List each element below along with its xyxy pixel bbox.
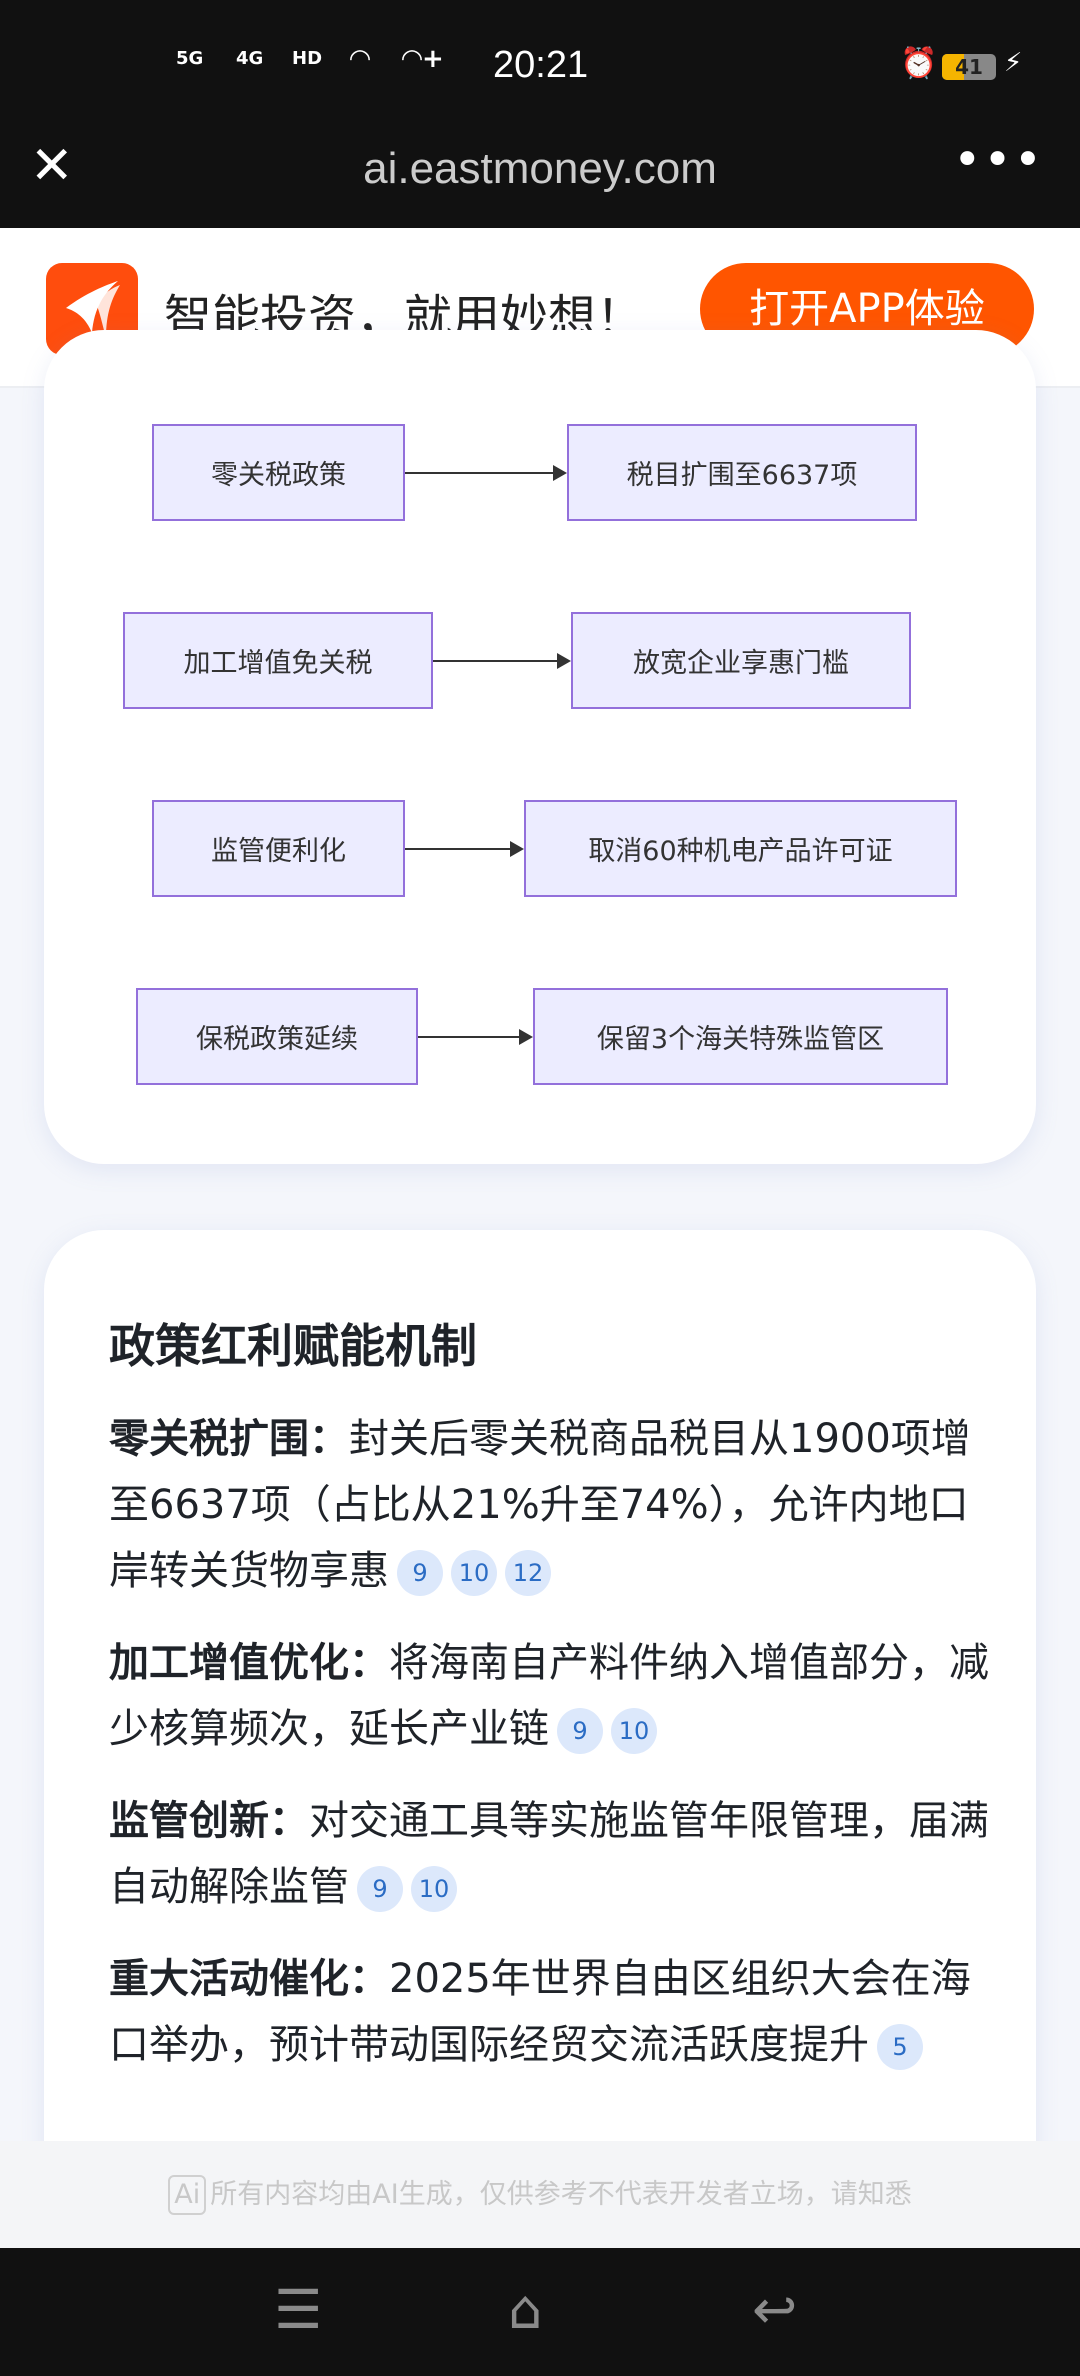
charging-icon: ⚡ (1004, 48, 1023, 78)
policy-card: 政策红利赋能机制 零关税扩围：封关后零关税商品税目从1900项增至6637项（占… (44, 1230, 1036, 2230)
flow-node: 取消60种机电产品许可证 (524, 800, 957, 897)
arrow-icon (433, 653, 571, 669)
clock: 20:21 (493, 44, 589, 86)
wifi-icon: ◠ (350, 44, 370, 74)
back-icon[interactable]: ↩ (752, 2278, 798, 2341)
item-text: 对交通工具等实施监管年限管理，届满自动解除监管 (109, 1798, 989, 1910)
item-label: 零关税扩围： (109, 1416, 349, 1462)
arrow-icon (405, 841, 524, 857)
flow-node: 保留3个海关特殊监管区 (533, 988, 948, 1085)
item-text: 封关后零关税商品税目从1900项增至6637项（占比从21%升至74%），允许内… (109, 1416, 971, 1594)
citation-badge[interactable]: 12 (505, 1550, 551, 1596)
url-title: ai.eastmoney.com (363, 144, 717, 193)
item-text: 2025年世界自由区组织大会在海口举办，预计带动国际经贸交流活跃度提升 (109, 1956, 971, 2068)
battery-icon: 41 (942, 54, 996, 80)
item-label: 重大活动催化： (109, 1956, 389, 2002)
5g-signal-icon: 5G (176, 48, 204, 69)
citation-badge[interactable]: 10 (611, 1708, 657, 1754)
wifi-plus-icon: ◠+ (402, 44, 444, 74)
citation-badge[interactable]: 10 (411, 1866, 457, 1912)
system-nav-bar: ☰ ⌂ ↩ (0, 2248, 1080, 2376)
flow-node: 零关税政策 (152, 424, 405, 521)
list-item: 零关税扩围：封关后零关税商品税目从1900项增至6637项（占比从21%升至74… (109, 1406, 989, 1604)
item-label: 加工增值优化： (109, 1640, 389, 1686)
section-title: 政策红利赋能机制 (109, 1319, 477, 1373)
browser-toolbar: ✕ ai.eastmoney.com ••• (0, 120, 1080, 228)
4g-signal-icon: 4G (236, 48, 264, 69)
flow-node: 监管便利化 (152, 800, 405, 897)
list-item: 重大活动催化：2025年世界自由区组织大会在海口举办，预计带动国际经贸交流活跃度… (109, 1946, 989, 2078)
citation-badge[interactable]: 9 (557, 1708, 603, 1754)
citation-badge[interactable]: 5 (877, 2024, 923, 2070)
citation-badge[interactable]: 10 (451, 1550, 497, 1596)
item-text: 将海南自产料件纳入增值部分，减少核算频次，延长产业链 (109, 1640, 989, 1752)
alarm-icon: ⏰ (900, 46, 938, 81)
status-bar: 5G 4G HD ◠ ◠+ 20:21 ⏰ 41 ⚡ (0, 0, 1080, 120)
more-icon[interactable]: ••• (953, 132, 1044, 188)
arrow-icon (418, 1029, 533, 1045)
item-label: 监管创新： (109, 1798, 309, 1844)
flow-node: 加工增值免关税 (123, 612, 433, 709)
arrow-icon (405, 465, 567, 481)
citation-badge[interactable]: 9 (357, 1866, 403, 1912)
flow-node: 放宽企业享惠门槛 (571, 612, 911, 709)
battery-level: 41 (955, 55, 983, 79)
close-icon[interactable]: ✕ (30, 136, 74, 196)
menu-icon[interactable]: ☰ (274, 2278, 323, 2341)
flow-node: 税目扩围至6637项 (567, 424, 917, 521)
flow-node: 保税政策延续 (136, 988, 418, 1085)
disclaimer-text: 所有内容均由AI生成，仅供参考不代表开发者立场，请知悉 (210, 2179, 912, 2210)
ai-icon: Ai (168, 2175, 207, 2215)
home-icon[interactable]: ⌂ (508, 2278, 543, 2341)
hd-icon: HD (292, 48, 323, 69)
citation-badge[interactable]: 9 (397, 1550, 443, 1596)
